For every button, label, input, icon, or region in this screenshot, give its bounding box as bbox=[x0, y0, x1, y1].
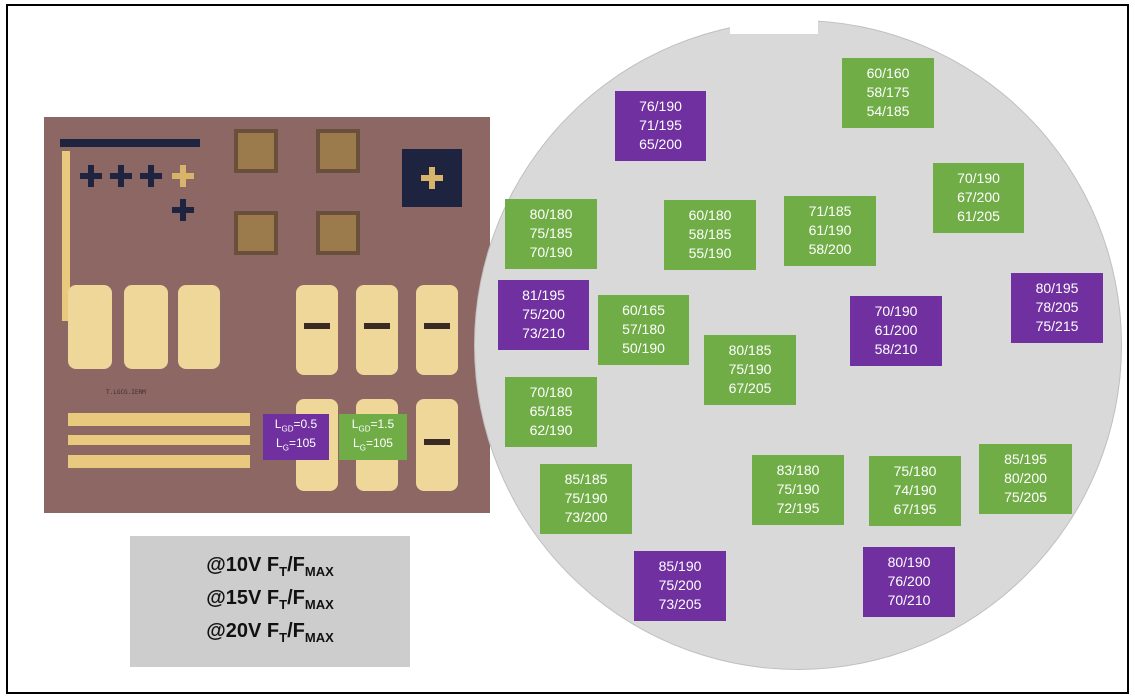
gate-gap bbox=[304, 323, 330, 329]
gate-gap bbox=[364, 323, 390, 329]
cross-mark-icon bbox=[172, 199, 194, 221]
cross-mark-icon bbox=[421, 167, 443, 189]
die-label: T.LGCG.IERM bbox=[106, 389, 146, 396]
cross-mark-icon bbox=[172, 165, 194, 187]
bias-legend: @10V FT/FMAX @15V FT/FMAX @20V FT/FMAX bbox=[130, 536, 410, 667]
gate-gap bbox=[424, 439, 450, 445]
transistor-pad bbox=[296, 285, 338, 375]
probe-pad bbox=[316, 129, 360, 173]
legend-row-15v: @15V FT/FMAX bbox=[206, 585, 334, 618]
probe-pad bbox=[234, 211, 278, 255]
horizontal-bar-structure bbox=[68, 413, 250, 426]
legend-row-10v: @10V FT/FMAX bbox=[206, 552, 334, 585]
gate-drain-spacing-tag-purple: LGD=0.5 LG=105 bbox=[263, 414, 329, 460]
probe-pad bbox=[234, 129, 278, 173]
gate-gap bbox=[424, 323, 450, 329]
transistor-pad bbox=[178, 285, 220, 369]
cross-mark-icon bbox=[140, 165, 162, 187]
cross-mark-icon bbox=[80, 165, 102, 187]
die-micrograph: T.LGCG.IERM LGD=0.5 LG=105 LGD=1.5 LG=10… bbox=[44, 117, 490, 513]
wafer-flat bbox=[730, 16, 818, 34]
transistor-pad bbox=[416, 399, 458, 491]
horizontal-bar-structure bbox=[68, 435, 250, 445]
transistor-pad bbox=[124, 285, 168, 369]
cross-mark-icon bbox=[110, 165, 132, 187]
probe-pad bbox=[316, 211, 360, 255]
gate-drain-spacing-tag-green: LGD=1.5 LG=105 bbox=[339, 414, 407, 460]
legend-row-20v: @20V FT/FMAX bbox=[206, 618, 334, 651]
transistor-pad bbox=[416, 285, 458, 375]
transistor-pad bbox=[68, 285, 112, 369]
horizontal-bar-structure bbox=[68, 455, 250, 468]
transistor-pad bbox=[356, 285, 398, 375]
alignment-bar bbox=[60, 139, 200, 147]
